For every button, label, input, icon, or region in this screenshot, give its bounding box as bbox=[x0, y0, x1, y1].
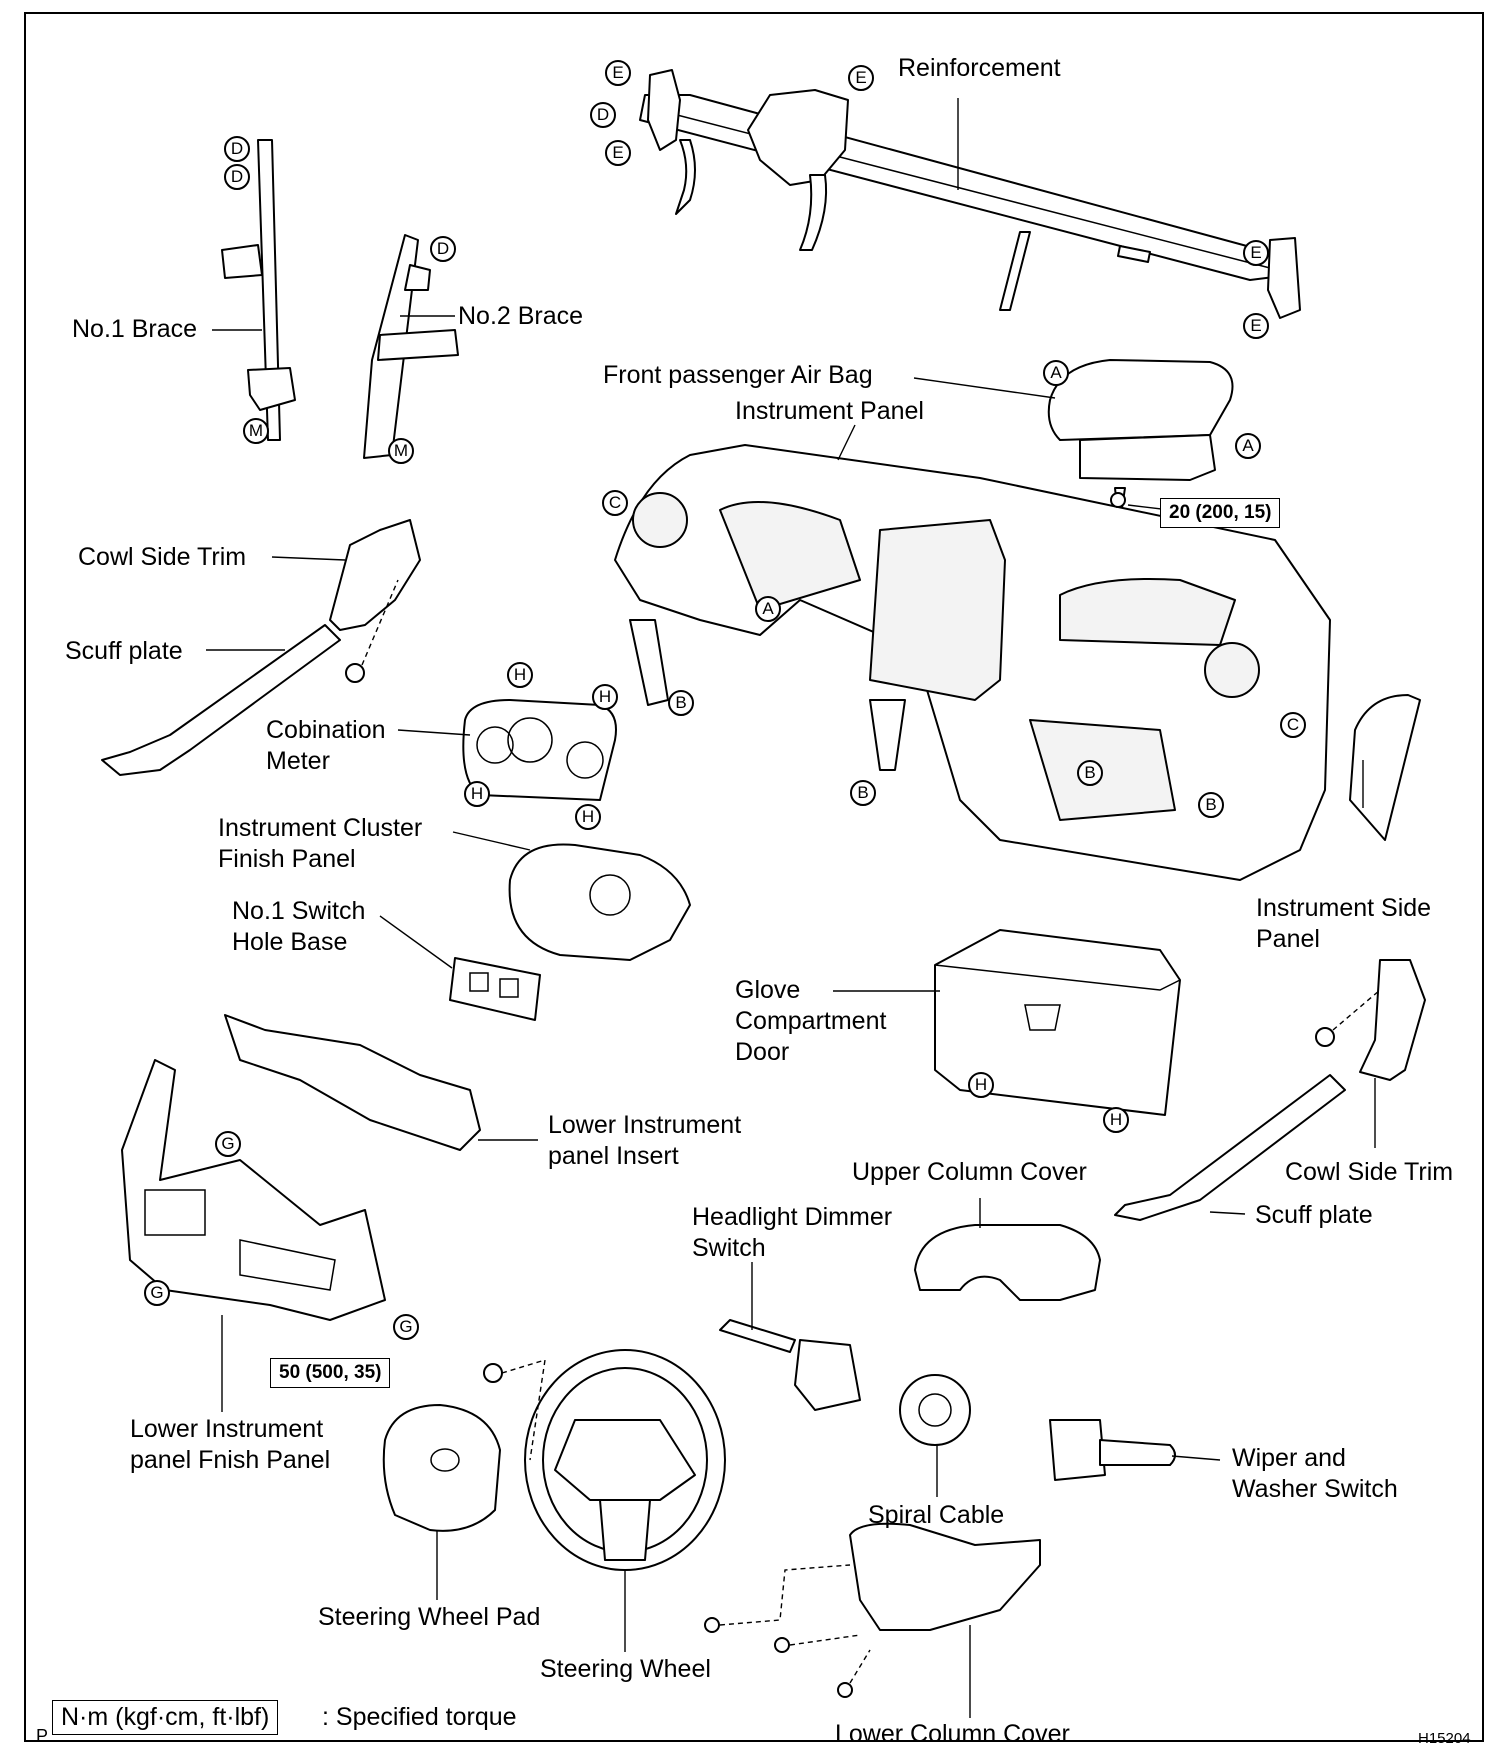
label-no1-brace: No.1 Brace bbox=[72, 315, 198, 343]
instrument-cluster-finish-panel-part bbox=[508, 843, 691, 961]
marker-b: B bbox=[668, 690, 694, 716]
marker-e: E bbox=[848, 65, 874, 91]
label-steering-wheel-pad: Steering Wheel Pad bbox=[318, 1603, 541, 1631]
upper-column-cover-part bbox=[914, 1224, 1101, 1301]
airbag-bolt-part bbox=[1110, 492, 1126, 508]
label-scuff-plate-right: Scuff plate bbox=[1255, 1201, 1373, 1229]
label-headlight-dimmer-switch: Headlight Dimmer Switch bbox=[692, 1203, 893, 1262]
diagram-frame bbox=[24, 12, 1484, 1742]
marker-b: B bbox=[1077, 760, 1103, 786]
clip-right-part bbox=[1315, 1027, 1335, 1047]
label-combination-meter: Cobination Meter bbox=[266, 716, 386, 775]
label-cowl-side-trim-right: Cowl Side Trim bbox=[1285, 1158, 1454, 1186]
scuff-plate-left-part bbox=[101, 624, 341, 776]
marker-h: H bbox=[507, 662, 533, 688]
label-no2-brace: No.2 Brace bbox=[458, 302, 584, 330]
label-lower-instrument-panel-finish-panel: Lower Instrument panel Fnish Panel bbox=[130, 1415, 331, 1474]
lower-column-cover-part bbox=[849, 1522, 1041, 1631]
marker-m: M bbox=[243, 418, 269, 444]
marker-h: H bbox=[592, 684, 618, 710]
headlight-dimmer-switch-part bbox=[719, 1319, 861, 1411]
marker-g: G bbox=[144, 1280, 170, 1306]
front-passenger-airbag-part bbox=[1047, 359, 1234, 509]
clip-left-part bbox=[345, 663, 365, 683]
no1-switch-hole-base-part bbox=[449, 957, 541, 1021]
steering-wheel-pad-part bbox=[382, 1404, 501, 1532]
label-front-passenger-airbag: Front passenger Air Bag bbox=[603, 361, 873, 389]
legend-unit-box: N·m (kgf·cm, ft·lbf) bbox=[52, 1700, 279, 1735]
no2-brace-part bbox=[363, 234, 459, 459]
label-instrument-panel: Instrument Panel bbox=[735, 397, 924, 425]
combination-meter-part bbox=[462, 699, 617, 801]
marker-e: E bbox=[1243, 240, 1269, 266]
label-steering-wheel: Steering Wheel bbox=[540, 1655, 711, 1683]
marker-h: H bbox=[464, 781, 490, 807]
legend-description: : Specified torque bbox=[322, 1703, 517, 1731]
marker-d: D bbox=[224, 136, 250, 162]
label-reinforcement: Reinforcement bbox=[898, 54, 1061, 82]
label-cowl-side-trim-left: Cowl Side Trim bbox=[78, 543, 247, 571]
instrument-side-panel-part bbox=[1349, 694, 1421, 841]
marker-e: E bbox=[1243, 313, 1269, 339]
label-instrument-cluster-finish-panel: Instrument Cluster Finish Panel bbox=[218, 814, 423, 873]
marker-g: G bbox=[393, 1314, 419, 1340]
marker-b: B bbox=[850, 780, 876, 806]
marker-e: E bbox=[605, 60, 631, 86]
no1-brace-part bbox=[221, 139, 296, 441]
marker-h: H bbox=[575, 804, 601, 830]
marker-d: D bbox=[430, 236, 456, 262]
marker-a: A bbox=[755, 596, 781, 622]
marker-c: C bbox=[1280, 712, 1306, 738]
label-wiper-washer-switch: Wiper and Washer Switch bbox=[1232, 1444, 1398, 1503]
torque-airbag-bolt: 20 (200, 15) bbox=[1160, 498, 1281, 528]
reinforcement-part bbox=[639, 69, 1301, 319]
marker-a: A bbox=[1043, 360, 1069, 386]
marker-d: D bbox=[590, 102, 616, 128]
lower-instrument-panel-finish-panel-part bbox=[121, 1059, 386, 1321]
label-lower-column-cover: Lower Column Cover bbox=[835, 1720, 1070, 1748]
label-instrument-side-panel: Instrument Side Panel bbox=[1256, 894, 1432, 953]
label-glove-compartment-door: Glove Compartment Door bbox=[735, 976, 887, 1066]
legend-prefix: P bbox=[36, 1726, 49, 1746]
steering-nut-part bbox=[483, 1363, 503, 1383]
torque-steering-wheel-nut: 50 (500, 35) bbox=[270, 1358, 391, 1388]
scuff-plate-right-part bbox=[1114, 1074, 1346, 1221]
leader-lines bbox=[206, 98, 1376, 1718]
cowl-side-trim-right-part bbox=[1359, 959, 1426, 1081]
label-spiral-cable: Spiral Cable bbox=[868, 1501, 1005, 1529]
marker-h: H bbox=[1103, 1107, 1129, 1133]
lower-cover-screws-part bbox=[704, 1564, 871, 1698]
cowl-side-trim-left-part bbox=[329, 519, 421, 631]
label-lower-instrument-panel-insert: Lower Instrument panel Insert bbox=[548, 1111, 742, 1170]
spiral-cable-part bbox=[899, 1374, 971, 1446]
marker-e: E bbox=[605, 140, 631, 166]
marker-g: G bbox=[215, 1131, 241, 1157]
wiper-washer-switch-part bbox=[1049, 1419, 1176, 1481]
label-no1-switch-hole-base: No.1 Switch Hole Base bbox=[232, 897, 366, 956]
steering-wheel-part bbox=[524, 1349, 726, 1571]
marker-m: M bbox=[388, 438, 414, 464]
marker-b: B bbox=[1198, 792, 1224, 818]
lower-instrument-panel-insert-part bbox=[224, 1014, 481, 1151]
marker-a: A bbox=[1235, 433, 1261, 459]
marker-c: C bbox=[602, 490, 628, 516]
figure-code: H15204 bbox=[1418, 1730, 1471, 1747]
instrument-panel-part bbox=[614, 444, 1331, 881]
label-scuff-plate-left: Scuff plate bbox=[65, 637, 183, 665]
glove-compartment-part bbox=[934, 929, 1181, 1116]
marker-d: D bbox=[224, 164, 250, 190]
marker-h: H bbox=[968, 1072, 994, 1098]
label-upper-column-cover: Upper Column Cover bbox=[852, 1158, 1087, 1186]
